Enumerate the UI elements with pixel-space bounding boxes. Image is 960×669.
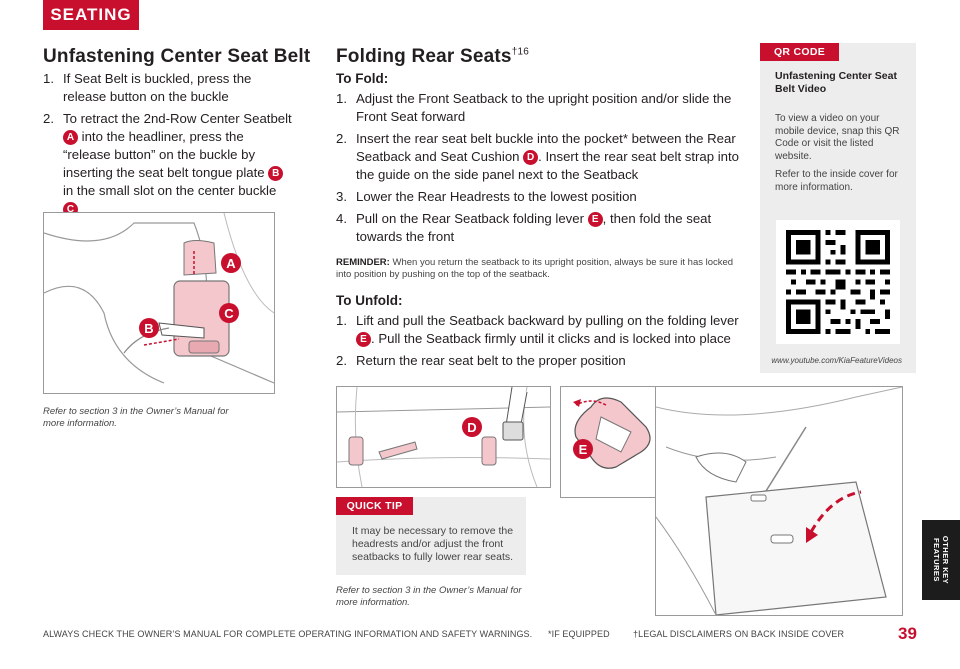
qr-video-title: Unfastening Center Seat Belt Video xyxy=(775,70,897,95)
middle-manual-note: Refer to section 3 in the Owner’s Manual… xyxy=(336,585,522,608)
video-url-link[interactable]: www.youtube.com/KiaFeatureVideos xyxy=(771,356,902,365)
seat-belt-pocket-illustration: D xyxy=(336,386,551,488)
callout-e: E xyxy=(573,439,593,459)
callout-badge-e: E xyxy=(587,212,603,227)
callout-badge-d: D xyxy=(523,150,539,165)
left-steps: 1. If Seat Belt is buckled, press the re… xyxy=(43,70,293,222)
svg-text:B: B xyxy=(144,321,153,336)
svg-text:C: C xyxy=(224,306,234,321)
section-tab: SEATING xyxy=(43,0,139,30)
left-step-1: 1. If Seat Belt is buckled, press the re… xyxy=(43,71,252,104)
unfold-heading: To Unfold: xyxy=(336,293,403,308)
unfold-step-2: 2. Return the rear seat belt to the prop… xyxy=(336,353,626,368)
left-step-2: 2. To retract the 2nd-Row Center Seatbel… xyxy=(43,111,292,217)
middle-title: Folding Rear Seats†16 xyxy=(336,46,529,67)
callout-d: D xyxy=(462,417,482,437)
qr-code-label: QR CODE xyxy=(760,43,839,61)
svg-text:D: D xyxy=(467,420,476,435)
callout-b: B xyxy=(139,318,159,338)
page-number: 39 xyxy=(898,624,917,643)
unfold-steps: 1. Lift and pull the Seatback backward b… xyxy=(336,312,756,374)
callout-c: C xyxy=(219,303,239,323)
footer-disclaimer: †LEGAL DISCLAIMERS ON BACK INSIDE COVER xyxy=(633,629,845,639)
quick-tip-label: QUICK TIP xyxy=(336,497,413,515)
fold-steps: 1. Adjust the Front Seatback to the upri… xyxy=(336,90,746,250)
left-title: Unfastening Center Seat Belt xyxy=(43,46,311,67)
footer-warning: ALWAYS CHECK THE OWNER’S MANUAL FOR COMP… xyxy=(43,629,533,639)
callout-badge-e-unfold: E xyxy=(356,332,371,347)
left-manual-note: Refer to section 3 in the Owner’s Manual… xyxy=(43,406,229,429)
fold-step-1: 1. Adjust the Front Seatback to the upri… xyxy=(336,91,732,124)
fold-heading: To Fold: xyxy=(336,71,389,86)
unfold-step-1: 1. Lift and pull the Seatback backward b… xyxy=(336,313,739,347)
footer-if-equipped: *IF EQUIPPED xyxy=(548,629,610,639)
rear-seat-folding-illustration xyxy=(655,386,903,616)
reminder: REMINDER: When you return the seatback t… xyxy=(336,257,734,280)
qr-instructions: To view a video on your mobile device, s… xyxy=(775,113,900,193)
qr-code-image[interactable] xyxy=(776,220,900,344)
callout-badge-b: B xyxy=(268,166,284,181)
fold-step-2: 2. Insert the rear seat belt buckle into… xyxy=(336,131,740,182)
seat-belt-buckle-illustration: A B C xyxy=(43,212,275,394)
svg-text:A: A xyxy=(226,256,236,271)
quick-tip-text: It may be necessary to remove the headre… xyxy=(352,525,514,563)
callout-badge-a: A xyxy=(63,130,78,145)
fold-step-4: 4. Pull on the Rear Seatback folding lev… xyxy=(336,211,712,244)
callout-a: A xyxy=(221,253,241,273)
folding-lever-closeup: E xyxy=(560,386,662,498)
svg-text:E: E xyxy=(579,442,588,457)
fold-step-3: 3. Lower the Rear Headrests to the lowes… xyxy=(336,189,637,204)
